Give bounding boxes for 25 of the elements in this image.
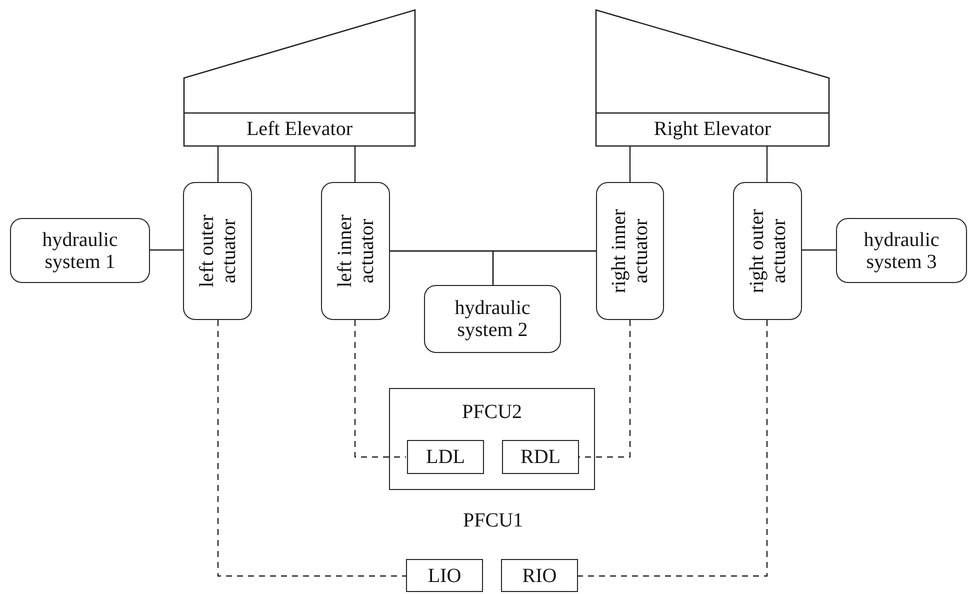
hydraulic-system-box: hydraulic system 2 [424,285,561,353]
actuator-box: right outer actuator [733,182,802,320]
dashed-connector [217,320,406,577]
module-box: RIO [501,559,578,592]
actuator-box: right inner actuator [596,182,664,320]
connector [629,146,631,182]
connector [766,146,768,182]
elevator-drawing: Right Elevator [596,10,829,146]
dashed-connector [578,320,768,577]
hydraulic-system-box: hydraulic system 3 [836,218,967,283]
elevator-drawing: Left Elevator [184,10,415,146]
module-box: LIO [406,559,483,592]
actuator-box: left inner actuator [321,182,390,320]
controller-label: PFCU1 [462,510,524,532]
actuator-box: left outer actuator [183,182,252,320]
dashed-connector [354,320,406,458]
connector [217,146,219,182]
hydraulic-system-box: hydraulic system 1 [10,218,150,283]
connector [492,250,596,285]
connector [354,146,356,182]
connector [802,249,836,251]
module-box: LDL [407,440,484,474]
module-box: RDL [502,440,579,474]
connector [150,249,183,251]
controller-box: PFCU2 LDL RDL [389,388,595,490]
